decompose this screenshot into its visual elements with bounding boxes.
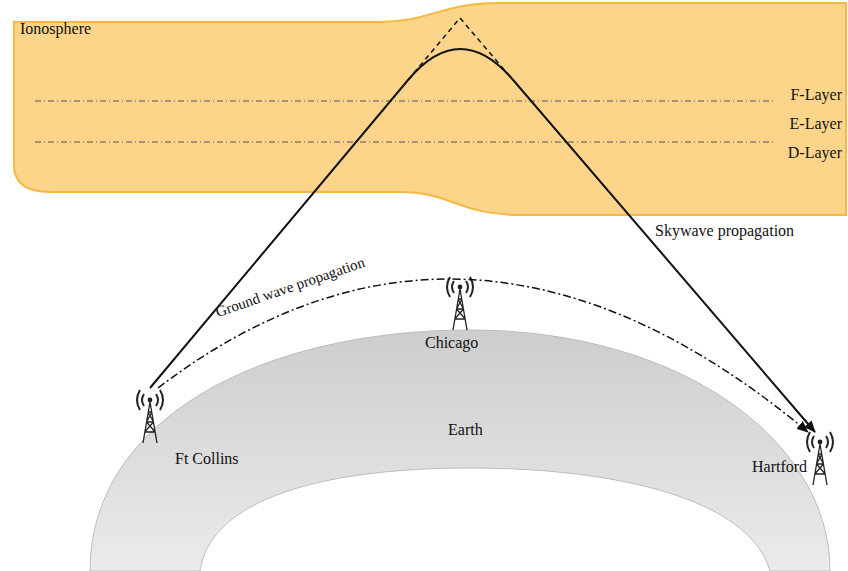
skywave-path [150,49,815,432]
tower-station: Ft Collins [118,388,258,471]
node-label: Ionosphere [20,20,91,38]
node-label: D-Layer [788,144,842,162]
node-label: Earth [448,421,483,439]
node-label: Ft Collins [175,450,239,468]
edge-label: Skywave propagation [655,222,794,240]
node-label: Hartford [752,458,807,476]
earth-region: Earth [420,418,510,444]
tower-icon [137,390,163,443]
tower-icon [807,432,833,485]
e-layer-line [35,142,775,143]
ionosphere-band [14,3,846,215]
tower-station: Hartford [752,432,837,480]
edge-label: Ground wave propagation [213,254,367,321]
tower-station: Chicago [420,282,510,358]
f-layer-line [35,101,775,102]
ionosphere-region: IonosphereF-LayerE-LayerD-Layer [12,0,848,225]
node-label: F-Layer [790,86,842,104]
node-label: Chicago [425,334,478,352]
tower-icon [447,277,473,330]
node-label: E-Layer [790,115,842,133]
